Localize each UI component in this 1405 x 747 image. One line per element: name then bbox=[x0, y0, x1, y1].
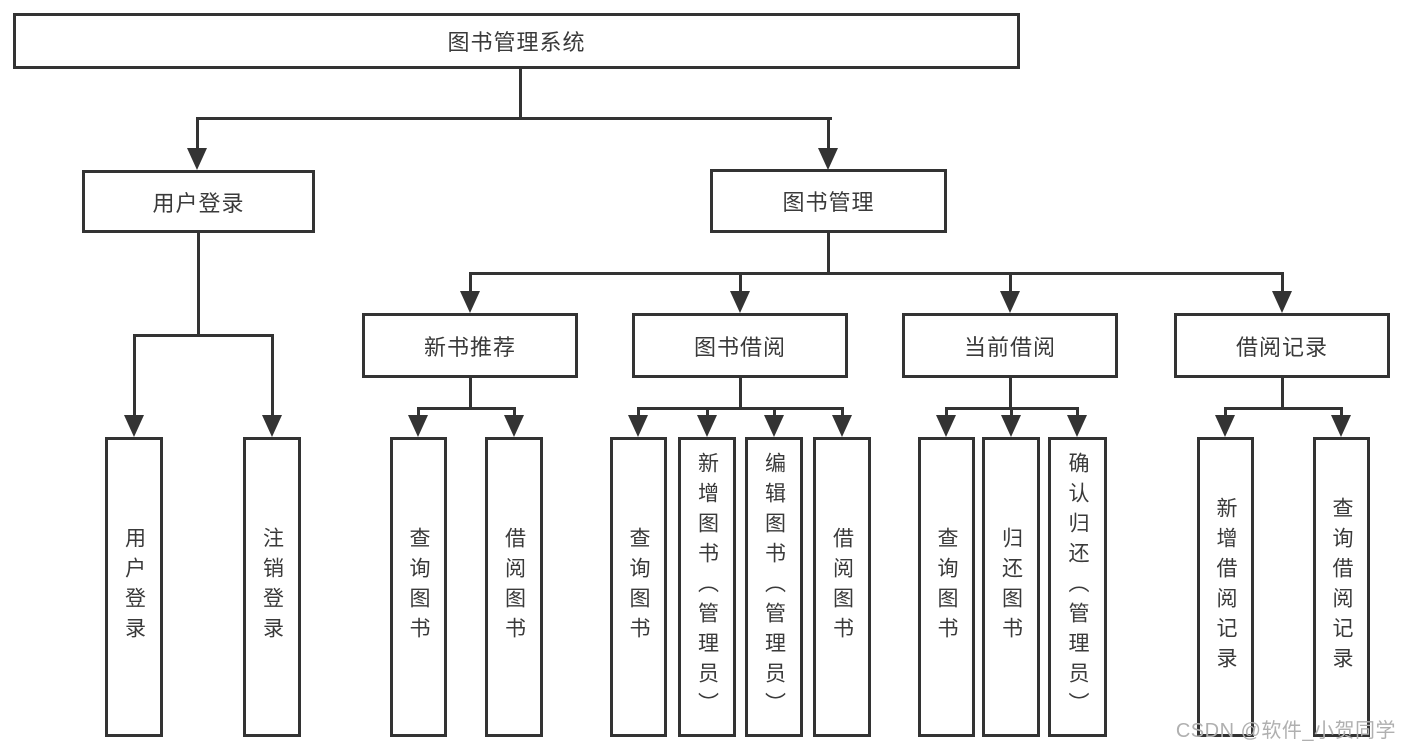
category-node-borrow-records: 借阅记录 bbox=[1174, 313, 1390, 378]
leaf-node-query-borrow-record: 查询借阅记录 bbox=[1313, 437, 1370, 737]
connector-leaf-stub bbox=[417, 407, 420, 417]
branch-node-book-management: 图书管理 bbox=[710, 169, 947, 233]
connector-leaf-stub bbox=[513, 407, 516, 417]
leaf-node-label: 查询图书 bbox=[627, 527, 650, 647]
root-node-library-system: 图书管理系统 bbox=[13, 13, 1020, 69]
csdn-watermark: CSDN @软件_小贺同学 bbox=[1175, 720, 1396, 742]
connector-root-rail bbox=[196, 117, 832, 120]
leaf-node-label: 查询图书 bbox=[935, 527, 958, 647]
arrow-down-icon bbox=[1001, 415, 1021, 437]
category-node-label: 借阅记录 bbox=[1235, 334, 1328, 360]
branch-node-label: 图书管理 bbox=[782, 190, 875, 215]
leaf-node-label: 注销登录 bbox=[260, 527, 284, 647]
arrow-down-icon bbox=[262, 415, 282, 437]
category-node-label: 当前借阅 bbox=[963, 334, 1056, 360]
leaf-node-label: 归还图书 bbox=[999, 527, 1023, 647]
arrow-down-icon bbox=[124, 415, 144, 437]
connector-leaf-stub bbox=[271, 334, 274, 417]
connector-category-stub bbox=[469, 272, 472, 293]
arrow-down-icon bbox=[697, 415, 717, 437]
connector-leaf-stub bbox=[841, 407, 844, 417]
leaf-node-query-books-recommend: 查询图书 bbox=[390, 437, 447, 737]
connector-category-stem bbox=[1009, 378, 1012, 410]
connector-category-stem bbox=[739, 378, 742, 410]
leaf-node-borrow-books: 借阅图书 bbox=[813, 437, 871, 737]
connector-category-rail bbox=[417, 407, 516, 410]
connector-category-stem bbox=[1281, 378, 1284, 410]
connector-category-stub bbox=[739, 272, 742, 293]
leaf-node-label: 确认归还（管理员） bbox=[1066, 452, 1089, 722]
leaf-node-borrow-books-recommend: 借阅图书 bbox=[485, 437, 543, 737]
connector-branch-left-stub bbox=[196, 117, 199, 150]
leaf-node-label: 新增图书（管理员） bbox=[695, 452, 719, 722]
category-node-label: 图书借阅 bbox=[693, 334, 786, 360]
arrow-down-icon bbox=[408, 415, 428, 437]
leaf-node-logout: 注销登录 bbox=[243, 437, 301, 737]
category-node-label: 新书推荐 bbox=[423, 334, 516, 360]
connector-leaf-stub bbox=[1340, 407, 1343, 417]
connector-leaf-stub bbox=[1224, 407, 1227, 417]
connector-category-stub bbox=[1281, 272, 1284, 293]
category-node-new-book-recommend: 新书推荐 bbox=[362, 313, 578, 378]
arrow-down-icon bbox=[1067, 415, 1087, 437]
connector-category-rail bbox=[637, 407, 844, 410]
leaf-node-label: 编辑图书（管理员） bbox=[762, 452, 786, 722]
root-node-label: 图书管理系统 bbox=[447, 30, 586, 55]
connector-user-login-stem bbox=[197, 233, 200, 336]
arrow-down-icon bbox=[504, 415, 524, 437]
connector-leaf-stub bbox=[945, 407, 948, 417]
leaf-node-edit-books-admin: 编辑图书（管理员） bbox=[745, 437, 803, 737]
connector-category-stem bbox=[469, 378, 472, 410]
connector-leaf-stub bbox=[773, 407, 776, 417]
arrow-down-icon bbox=[460, 291, 480, 313]
arrow-down-icon bbox=[1331, 415, 1351, 437]
arrow-down-icon bbox=[187, 148, 207, 170]
leaf-node-query-books-borrow: 查询图书 bbox=[610, 437, 667, 737]
leaf-node-label: 查询图书 bbox=[407, 527, 430, 647]
connector-leaf-stub bbox=[1076, 407, 1079, 417]
leaf-node-user-login: 用户登录 bbox=[105, 437, 163, 737]
connector-book-mgmt-stem bbox=[827, 233, 830, 274]
arrow-down-icon bbox=[1000, 291, 1020, 313]
leaf-node-label: 查询借阅记录 bbox=[1330, 497, 1353, 677]
leaf-node-add-books-admin: 新增图书（管理员） bbox=[678, 437, 736, 737]
branch-node-user-login: 用户登录 bbox=[82, 170, 315, 233]
connector-leaf-stub bbox=[1010, 407, 1013, 417]
leaf-node-label: 借阅图书 bbox=[502, 527, 526, 647]
connector-category-stub bbox=[1009, 272, 1012, 293]
leaf-node-label: 借阅图书 bbox=[830, 527, 854, 647]
category-node-current-borrow: 当前借阅 bbox=[902, 313, 1118, 378]
leaf-node-query-books-current: 查询图书 bbox=[918, 437, 975, 737]
arrow-down-icon bbox=[730, 291, 750, 313]
connector-leaf-stub bbox=[133, 334, 136, 417]
arrow-down-icon bbox=[764, 415, 784, 437]
leaf-node-label: 新增借阅记录 bbox=[1214, 497, 1237, 677]
leaf-node-confirm-return-admin: 确认归还（管理员） bbox=[1048, 437, 1107, 737]
connector-book-mgmt-rail bbox=[469, 272, 1284, 275]
connector-branch-right-stub bbox=[827, 117, 830, 150]
arrow-down-icon bbox=[628, 415, 648, 437]
arrow-down-icon bbox=[936, 415, 956, 437]
arrow-down-icon bbox=[818, 148, 838, 170]
arrow-down-icon bbox=[1272, 291, 1292, 313]
arrow-down-icon bbox=[832, 415, 852, 437]
connector-leaf-stub bbox=[637, 407, 640, 417]
category-node-book-borrow: 图书借阅 bbox=[632, 313, 848, 378]
leaf-node-add-borrow-record: 新增借阅记录 bbox=[1197, 437, 1254, 737]
arrow-down-icon bbox=[1215, 415, 1235, 437]
leaf-node-return-books: 归还图书 bbox=[982, 437, 1040, 737]
branch-node-label: 用户登录 bbox=[152, 190, 245, 216]
connector-user-login-rail bbox=[133, 334, 274, 337]
connector-root-stem bbox=[519, 69, 522, 118]
connector-leaf-stub bbox=[706, 407, 709, 417]
leaf-node-label: 用户登录 bbox=[122, 527, 146, 647]
connector-category-rail bbox=[1224, 407, 1343, 410]
